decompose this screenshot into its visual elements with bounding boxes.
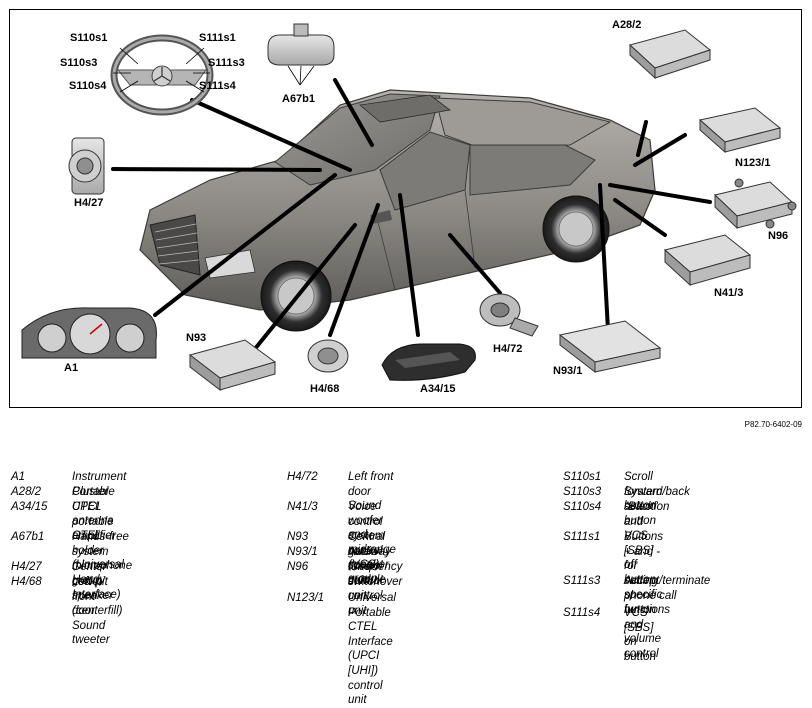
legend-code: A1 [11, 471, 26, 483]
callout-h4-27: H4/27 [74, 197, 104, 209]
callout-h4-68: H4/68 [310, 383, 340, 395]
legend-description: Audio tuner control unit [348, 546, 383, 602]
document-reference: P82.70-6402-09 [744, 420, 802, 429]
callout-n41-3: N41/3 [714, 287, 744, 299]
legend-code: H4/68 [11, 576, 42, 588]
legend-code: S110s4 [563, 501, 602, 513]
callout-a1: A1 [64, 362, 79, 374]
woofer-illustration [479, 293, 539, 337]
legend-code: S111s1 [563, 531, 601, 543]
legend-code: H4/27 [11, 561, 42, 573]
microphone-illustration [267, 23, 335, 86]
legend-code: A28/2 [11, 486, 42, 498]
frequency-switchover-unit-illustration [713, 178, 797, 230]
legend-code: H4/72 [287, 471, 318, 483]
callout-s110s1: S110s1 [70, 32, 108, 44]
callout-a67b1: A67b1 [282, 93, 316, 105]
callout-n123-1: N123/1 [735, 157, 771, 169]
upci-control-unit-illustration [698, 107, 782, 154]
legend-code: N93/1 [287, 546, 318, 558]
central-gateway-unit-illustration [188, 339, 277, 392]
legend-code: S110s1 [563, 471, 602, 483]
legend-description: Voice control system control(VCS) module [348, 501, 386, 586]
legend-description: Scroll forward/back button [624, 471, 690, 513]
tweeter-illustration [307, 339, 349, 373]
legend-code: N123/1 [287, 592, 325, 604]
callout-s110s4: S110s4 [69, 80, 107, 92]
steering-wheel-illustration [110, 34, 214, 116]
legend-code: S111s3 [563, 575, 601, 587]
diagram-artwork [21, 23, 797, 392]
legend-code: N93 [287, 531, 309, 543]
callout-s111s3: S111s3 [208, 57, 245, 69]
audio-tuner-illustration [558, 320, 662, 374]
legend-description: Portable CTEL antenna amplifier [72, 486, 116, 542]
legend-code: A67b1 [11, 531, 45, 543]
callout-n96: N96 [768, 230, 789, 242]
callout-a34-15: A34/15 [420, 383, 456, 395]
callout-n93: N93 [186, 332, 207, 344]
callout-s111s4: S111s4 [199, 80, 236, 92]
antenna-amplifier-illustration [628, 29, 712, 80]
vehicle-illustration [139, 89, 656, 332]
callout-s111s1: S111s1 [199, 32, 236, 44]
callout-a28-2: A28/2 [612, 19, 642, 31]
legend-code: A34/15 [11, 501, 48, 513]
ctel-holder-illustration [381, 343, 476, 381]
leader-lines [111, 78, 712, 357]
legend-description: Instrument Cluster [72, 471, 127, 498]
instrument-cluster-illustration [21, 307, 157, 359]
center-speaker-illustration [68, 137, 105, 195]
component-location-diagram: S110s1 S111s1 S110s3 S111s3 S110s4 S111s… [9, 9, 802, 408]
callout-n93-1: N93/1 [553, 365, 583, 377]
legend-description: Left front door Sound tweeter [72, 576, 110, 647]
legend-code: S110s3 [563, 486, 602, 498]
legend-description: VCS [SBS] on button [624, 607, 656, 663]
callout-s110s3: S110s3 [60, 57, 98, 69]
legend-description: Central gateway control unit [348, 531, 391, 587]
callout-h4-72: H4/72 [493, 343, 523, 355]
legend-description: Center cockpit speaker (centerfill) [72, 561, 123, 617]
voice-control-module-illustration [663, 234, 752, 287]
legend-code: N96 [287, 561, 309, 573]
legend-description: UPCI portable CTEL holder(Universal Hand… [72, 501, 124, 601]
legend-code: S111s4 [563, 607, 601, 619]
legend-code: N41/3 [287, 501, 318, 513]
legend-description: System selection button [624, 486, 670, 528]
